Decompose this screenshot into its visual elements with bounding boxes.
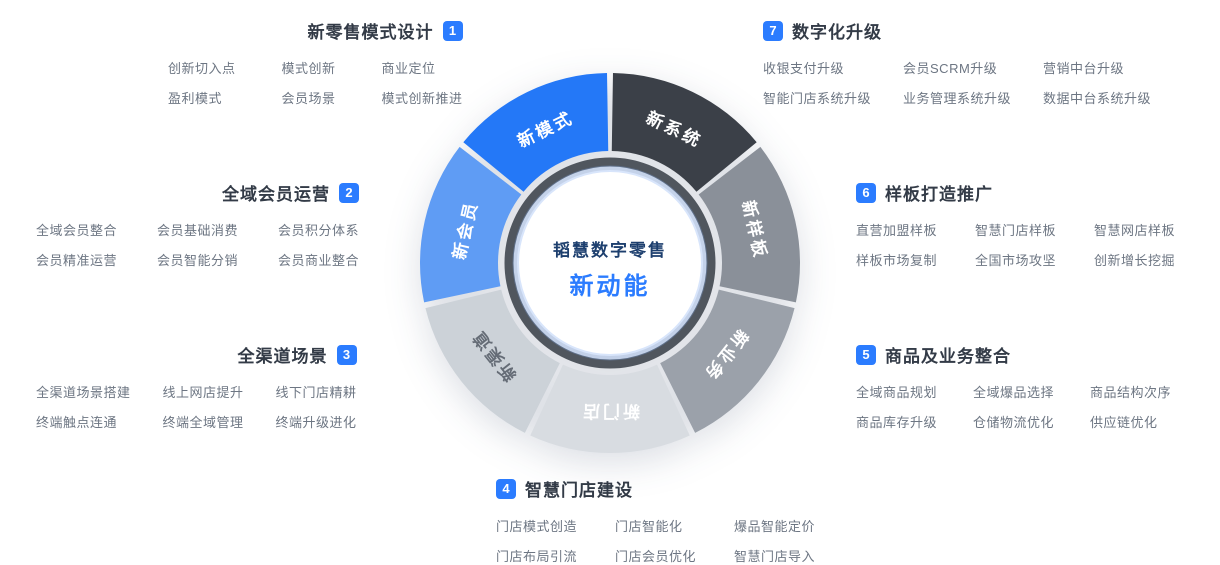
section-5-items: 全域商品规划 全域爆品选择 商品结构次序 商品库存升级 仓储物流优化 供应链优化 (856, 382, 1171, 431)
section-1-items: 创新切入点 模式创新 商业定位 盈利模式 会员场景 模式创新推进 (168, 58, 463, 107)
feature-item: 会员SCRM升级 (903, 61, 998, 76)
wheel-segment (698, 146, 800, 303)
section-2-number-badge: 2 (339, 182, 360, 203)
feature-item: 全域商品规划 (856, 385, 938, 400)
section-3-items: 全渠道场景搭建 线上网店提升 线下门店精耕 终端触点连通 终端全域管理 终端升级… (36, 382, 357, 431)
section-7-title: 数字化升级 (792, 23, 882, 42)
section-7-title-row: 7 数字化升级 (763, 18, 1151, 43)
feature-item: 会员积分体系 (278, 223, 360, 238)
feature-item: 会员智能分销 (157, 253, 239, 268)
feature-item: 商品结构次序 (1090, 385, 1172, 400)
section-3-title-row: 全渠道场景 3 (36, 342, 357, 367)
feature-item: 门店会员优化 (615, 549, 697, 564)
feature-item: 全域爆品选择 (973, 385, 1055, 400)
wheel-segment (611, 73, 757, 192)
section-4-title-row: 4 智慧门店建设 (496, 476, 815, 501)
section-6-title: 样板打造推广 (885, 185, 993, 204)
feature-item: 终端升级进化 (275, 415, 357, 430)
section-6-title-row: 6 样板打造推广 (856, 180, 1175, 205)
center-subtitle: 新动能 (570, 272, 651, 300)
feature-item: 线上网店提升 (162, 385, 244, 400)
section-model-promotion: 6 样板打造推广 直营加盟样板 智慧门店样板 智慧网店样板 样板市场复制 全国市… (856, 180, 1175, 269)
feature-item: 终端全域管理 (162, 415, 244, 430)
section-2-items: 全域会员整合 会员基础消费 会员积分体系 会员精准运营 会员智能分销 会员商业整… (36, 220, 359, 269)
feature-item: 门店智能化 (615, 519, 683, 534)
feature-item: 收银支付升级 (763, 61, 845, 76)
wheel-segment (463, 73, 609, 192)
feature-item: 样板市场复制 (856, 253, 938, 268)
feature-item: 智慧网店样板 (1094, 223, 1176, 238)
section-5-number-badge: 5 (856, 344, 876, 365)
feature-item: 会员精准运营 (36, 253, 118, 268)
section-7-items: 收银支付升级 会员SCRM升级 营销中台升级 智能门店系统升级 业务管理系统升级… (763, 58, 1151, 107)
feature-item: 直营加盟样板 (856, 223, 938, 238)
section-5-title-row: 5 商品及业务整合 (856, 342, 1171, 367)
section-3-number-badge: 3 (336, 344, 357, 365)
wheel-segment (530, 364, 690, 453)
section-new-retail-model-design: 新零售模式设计 1 创新切入点 模式创新 商业定位 盈利模式 会员场景 模式创新… (168, 18, 463, 107)
section-4-items: 门店模式创造 门店智能化 爆品智能定价 门店布局引流 门店会员优化 智慧门店导入 (496, 516, 815, 565)
feature-item: 智慧门店导入 (734, 549, 816, 564)
feature-item: 会员商业整合 (278, 253, 360, 268)
feature-item: 线下门店精耕 (275, 385, 357, 400)
wheel-segment (420, 146, 522, 303)
feature-item: 全国市场攻坚 (975, 253, 1057, 268)
center-ring (504, 157, 716, 369)
feature-item: 仓储物流优化 (973, 415, 1055, 430)
section-smart-store-construction: 4 智慧门店建设 门店模式创造 门店智能化 爆品智能定价 门店布局引流 门店会员… (496, 476, 815, 565)
center-circle (517, 170, 703, 356)
feature-item: 智能门店系统升级 (763, 91, 872, 106)
feature-item: 创新增长挖掘 (1094, 253, 1176, 268)
feature-item: 数据中台系统升级 (1043, 91, 1152, 106)
feature-item: 终端触点连通 (36, 415, 118, 430)
section-omni-member-operation: 全域会员运营 2 全域会员整合 会员基础消费 会员积分体系 会员精准运营 会员智… (36, 180, 360, 269)
section-4-title: 智慧门店建设 (525, 481, 633, 500)
section-digital-upgrade: 7 数字化升级 收银支付升级 会员SCRM升级 营销中台升级 智能门店系统升级 … (763, 18, 1151, 107)
center-title: 韬慧数字零售 (553, 240, 667, 260)
wheel-segment (425, 289, 560, 433)
section-goods-business-integration: 5 商品及业务整合 全域商品规划 全域爆品选择 商品结构次序 商品库存升级 仓储… (856, 342, 1171, 431)
feature-item: 全域会员整合 (36, 223, 118, 238)
section-2-title-row: 全域会员运营 2 (36, 180, 360, 205)
section-2-title: 全域会员运营 (222, 185, 331, 204)
feature-item: 创新切入点 (168, 61, 236, 76)
feature-item: 盈利模式 (168, 91, 223, 106)
feature-item: 全渠道场景搭建 (36, 385, 131, 400)
feature-item: 智慧门店样板 (975, 223, 1057, 238)
feature-item: 供应链优化 (1090, 415, 1158, 430)
feature-item: 门店模式创造 (496, 519, 578, 534)
section-1-number-badge: 1 (442, 20, 463, 41)
wheel-segment-label: 新门店 (580, 402, 640, 422)
section-5-title: 商品及业务整合 (885, 347, 1011, 366)
center-halo (512, 165, 708, 361)
section-6-items: 直营加盟样板 智慧门店样板 智慧网店样板 样板市场复制 全国市场攻坚 创新增长挖… (856, 220, 1175, 269)
section-1-title-row: 新零售模式设计 1 (168, 18, 463, 43)
feature-item: 会员场景 (281, 91, 336, 106)
feature-item: 商品库存升级 (856, 415, 938, 430)
feature-item: 商业定位 (381, 61, 436, 76)
section-1-title: 新零售模式设计 (307, 23, 434, 42)
section-4-number-badge: 4 (496, 478, 516, 499)
feature-item: 营销中台升级 (1043, 61, 1125, 76)
feature-item: 爆品智能定价 (734, 519, 816, 534)
section-6-number-badge: 6 (856, 182, 876, 203)
wheel-segment (660, 289, 795, 433)
section-omni-channel-scene: 全渠道场景 3 全渠道场景搭建 线上网店提升 线下门店精耕 终端触点连通 终端全… (36, 342, 357, 431)
feature-item: 门店布局引流 (496, 549, 578, 564)
feature-item: 会员基础消费 (157, 223, 239, 238)
section-3-title: 全渠道场景 (237, 347, 328, 366)
section-7-number-badge: 7 (763, 20, 783, 41)
feature-item: 模式创新 (281, 61, 336, 76)
feature-item: 模式创新推进 (381, 91, 463, 106)
feature-item: 业务管理系统升级 (903, 91, 1012, 106)
